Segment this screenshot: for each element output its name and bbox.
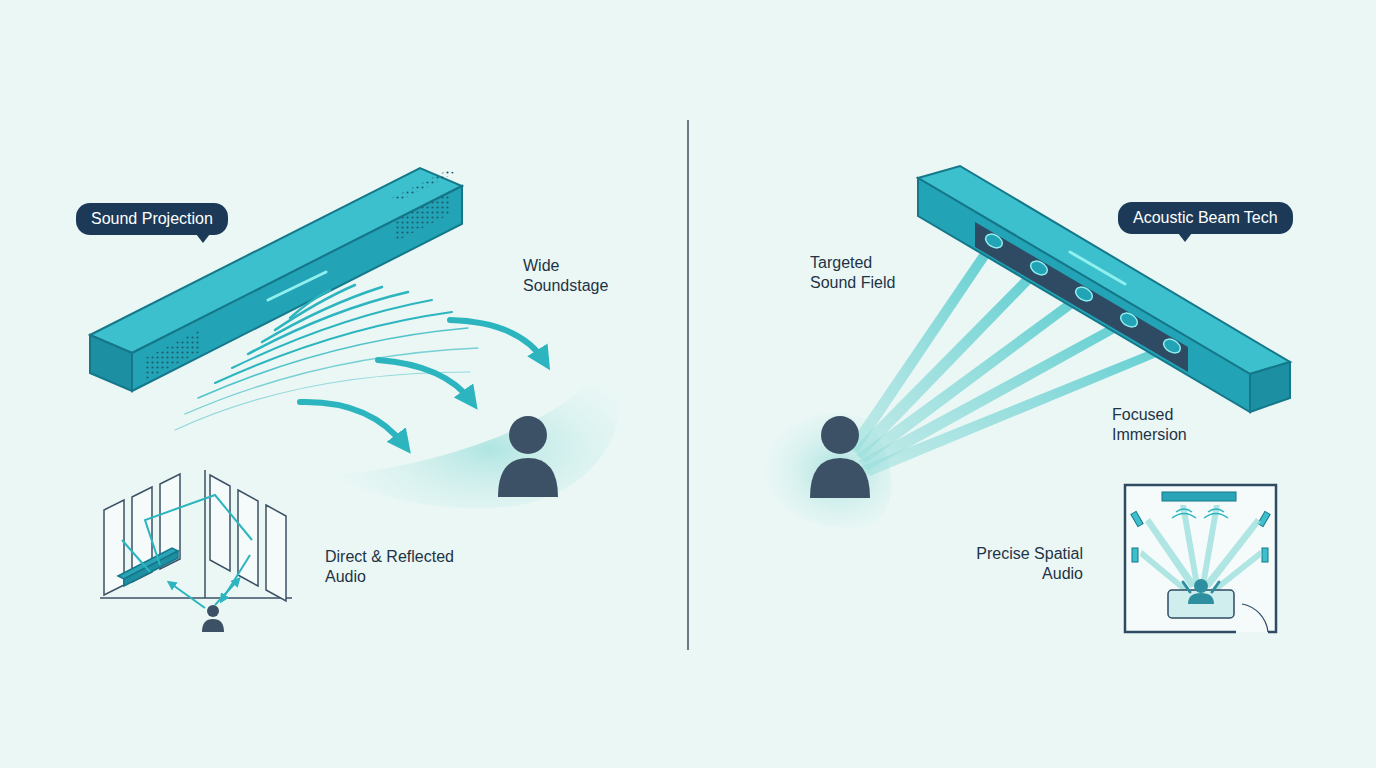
listener-right <box>810 416 870 498</box>
listening-zone <box>330 360 620 508</box>
callout-text: Acoustic Beam Tech <box>1133 208 1278 228</box>
callout-text: Sound Projection <box>91 209 213 229</box>
reflection-rays <box>122 495 252 608</box>
feature-label: Wide Soundstage <box>523 256 633 296</box>
feature-label: Precise Spatial Audio <box>963 544 1083 584</box>
callout-tail <box>196 234 210 243</box>
callout-tail <box>1178 233 1192 242</box>
projection-arrows <box>300 320 545 446</box>
callout-bubble: Acoustic Beam Tech <box>1118 202 1293 234</box>
feature-label: Focused Immersion <box>1112 405 1207 445</box>
listener-small-left <box>202 605 224 632</box>
feature-label: Targeted Sound Field <box>810 253 920 293</box>
soundbar-left <box>90 168 462 391</box>
callout-bubble: Sound Projection <box>76 203 228 235</box>
listener-left <box>498 416 558 497</box>
feature-label: Direct & Reflected Audio <box>325 547 475 587</box>
sound-waves <box>175 285 478 430</box>
room-plan <box>1125 485 1276 632</box>
divider <box>687 120 689 650</box>
room-reflection <box>100 470 292 601</box>
